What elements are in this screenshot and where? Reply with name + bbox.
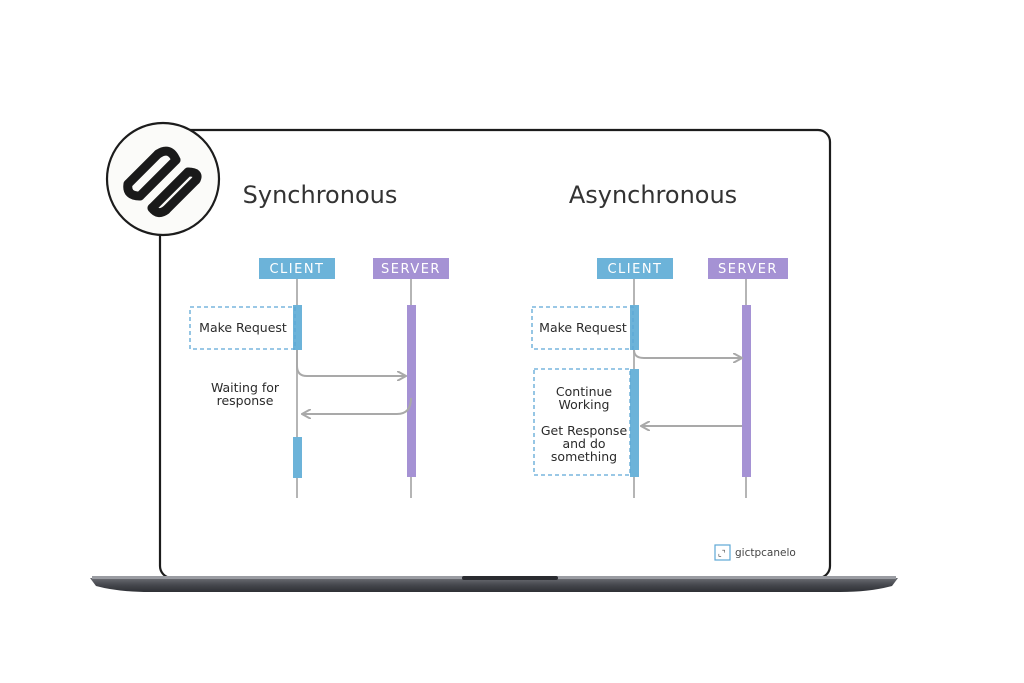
watermark-text: gictpcanelo: [735, 547, 796, 559]
brand-badge: [105, 121, 221, 237]
watermark: ⌞⌝ gictpcanelo: [714, 544, 796, 561]
sync-client-header: [259, 258, 335, 279]
watermark-icon-glyph: ⌞⌝: [718, 549, 726, 558]
sync-client-label: CLIENT: [269, 262, 324, 277]
async-client-activation-1: [630, 305, 639, 350]
sync-title: Synchronous: [243, 181, 398, 209]
async-server-label: SERVER: [718, 262, 778, 277]
async-client-header: [597, 258, 673, 279]
laptop-base: [90, 578, 898, 592]
async-request-arrow: [633, 349, 741, 358]
sync-diagram: Synchronous CLIENT SERVER Make Request W…: [189, 181, 449, 498]
watermark-icon: [714, 544, 731, 561]
sync-request-note: [189, 306, 296, 350]
async-work-note: [533, 368, 631, 476]
sync-client-activation-1: [293, 305, 302, 350]
sync-request-arrow: [296, 350, 405, 376]
async-server-activation: [742, 305, 751, 477]
async-continue-text-1: Continue: [556, 384, 613, 399]
async-request-note-text: Make Request: [539, 320, 627, 335]
laptop-notch: [462, 576, 558, 580]
async-title: Asynchronous: [569, 181, 737, 209]
squarespace-logo-icon: [123, 146, 202, 218]
sync-waiting-text-2: response: [217, 393, 274, 408]
sync-server-label: SERVER: [381, 262, 441, 277]
sync-request-note-text: Make Request: [199, 320, 287, 335]
async-get-text-3: something: [551, 449, 617, 464]
sync-server-activation: [407, 305, 416, 477]
async-client-label: CLIENT: [607, 262, 662, 277]
sync-server-header: [373, 258, 449, 279]
sync-client-activation-2: [293, 437, 302, 478]
async-request-note: [531, 306, 634, 350]
async-get-text-2: and do: [562, 436, 605, 451]
async-get-text-1: Get Response: [541, 423, 628, 438]
async-diagram: Asynchronous CLIENT SERVER Make Request …: [531, 181, 788, 498]
laptop: [90, 128, 898, 592]
async-server-header: [708, 258, 788, 279]
sync-response-arrow: [303, 397, 412, 414]
async-client-activation-2: [630, 369, 639, 477]
async-continue-text-2: Working: [559, 397, 610, 412]
sync-waiting-text-1: Waiting for: [211, 380, 280, 395]
